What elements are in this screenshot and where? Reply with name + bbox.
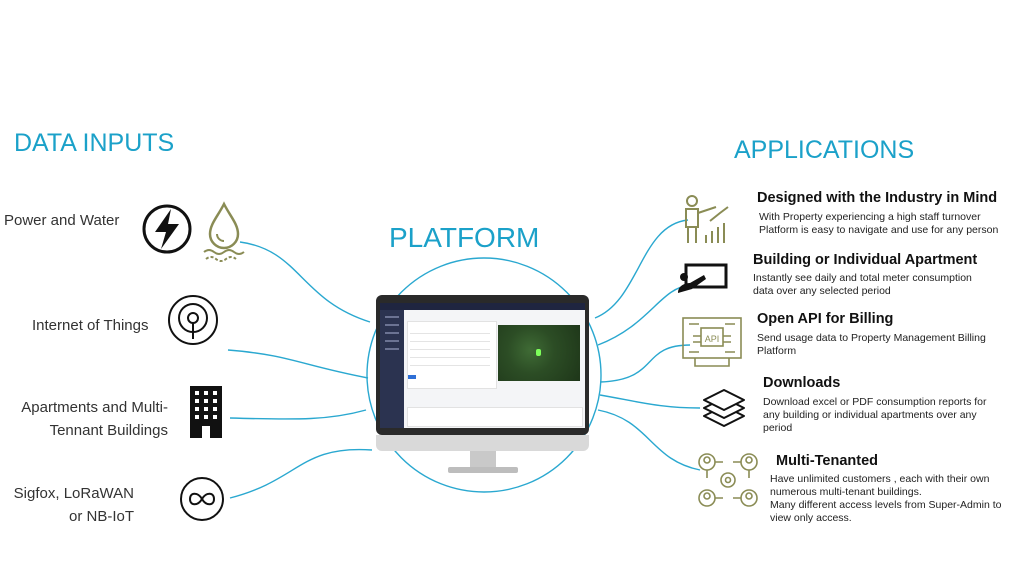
input-iot-label: Internet of Things	[32, 317, 149, 334]
presenter-chart-icon	[685, 195, 729, 243]
app-building: Building or Individual Apartment Instant…	[753, 252, 1018, 298]
app-building-desc-line1: Instantly see daily and total meter cons…	[753, 272, 972, 284]
screen-details-card	[407, 321, 497, 389]
app-downloads-title: Downloads	[763, 375, 841, 391]
app-industry-desc: With Property experiencing a high staff …	[759, 211, 1022, 237]
app-building-desc: Instantly see daily and total meter cons…	[753, 272, 1018, 298]
monitor-neck	[470, 451, 496, 467]
app-downloads-desc-line1: Download excel or PDF consumption report…	[763, 396, 987, 408]
app-api-desc-line1: Send usage data to Property Management B…	[757, 332, 986, 344]
app-multitenant-desc-line4: view only access.	[770, 512, 852, 524]
app-api-desc-line2: Platform	[757, 345, 797, 357]
app-api: Open API for Billing Send usage data to …	[757, 311, 1022, 358]
input-network-line2: or NB-IoT	[68, 508, 134, 525]
platform-monitor	[376, 295, 589, 435]
monitor-chin	[376, 435, 589, 451]
app-multitenant: Multi-Tenanted Have unlimited customers …	[770, 453, 1021, 525]
api-chip-icon: API	[682, 317, 742, 367]
app-multitenant-desc: Have unlimited customers , each with the…	[770, 473, 1021, 525]
app-building-desc-line2: data over any selected period	[753, 285, 891, 297]
app-industry: Designed with the Industry in Mind With …	[757, 190, 1022, 237]
input-apartments-line1: Apartments and Multi-	[21, 399, 168, 416]
input-power-water-label: Power and Water	[4, 212, 120, 229]
app-multitenant-title: Multi-Tenanted	[776, 453, 879, 469]
infinity-icon	[180, 477, 224, 521]
app-downloads: Downloads Download excel or PDF consumpt…	[763, 375, 1018, 435]
screen-map	[498, 325, 580, 381]
app-api-title: Open API for Billing	[757, 311, 894, 327]
input-network-label: Sigfox, LoRaWAN or NB-IoT	[2, 482, 134, 528]
water-drop-icon	[203, 201, 245, 262]
app-industry-desc-line1: With Property experiencing a high staff …	[759, 211, 981, 223]
connector-industry	[594, 219, 689, 319]
map-marker-icon	[536, 349, 541, 356]
svg-text:API: API	[705, 334, 720, 344]
input-network-line1: Sigfox, LoRaWAN	[13, 485, 134, 502]
lightning-icon	[142, 204, 192, 254]
monitor-foot	[448, 467, 518, 473]
app-industry-desc-line2: Platform is easy to navigate and use for…	[759, 224, 999, 236]
app-api-desc: Send usage data to Property Management B…	[757, 332, 1022, 358]
connector-power	[239, 241, 371, 323]
platform-heading: PLATFORM	[389, 222, 540, 253]
app-multitenant-desc-line1: Have unlimited customers , each with the…	[770, 473, 990, 485]
building-icon	[190, 386, 222, 438]
broadcast-icon	[168, 295, 218, 345]
input-apartments-label: Apartments and Multi- Tennant Buildings	[2, 396, 168, 442]
whiteboard-icon	[678, 263, 728, 293]
app-multitenant-desc-line2: numerous multi-tenant buildings.	[770, 486, 922, 498]
app-downloads-desc-line2: any building or individual apartments ov…	[763, 409, 977, 421]
layers-icon	[703, 389, 745, 427]
app-downloads-desc: Download excel or PDF consumption report…	[763, 396, 1018, 435]
screen-bottom-card	[407, 407, 583, 427]
app-building-title: Building or Individual Apartment	[753, 252, 978, 268]
platform-screen	[380, 303, 585, 428]
screen-button	[408, 375, 416, 379]
data-inputs-heading: DATA INPUTS	[14, 129, 175, 157]
input-apartments-line2: Tennant Buildings	[49, 422, 168, 439]
platform-circle	[366, 257, 602, 493]
screen-sidebar	[380, 310, 404, 428]
app-downloads-desc-line3: period	[763, 422, 793, 434]
app-industry-title: Designed with the Industry in Mind	[757, 190, 998, 206]
screen-topbar	[380, 303, 585, 310]
app-multitenant-desc-line3: Many different access levels from Super-…	[770, 499, 1002, 511]
applications-heading: APPLICATIONS	[734, 136, 915, 164]
users-network-icon	[698, 453, 758, 507]
